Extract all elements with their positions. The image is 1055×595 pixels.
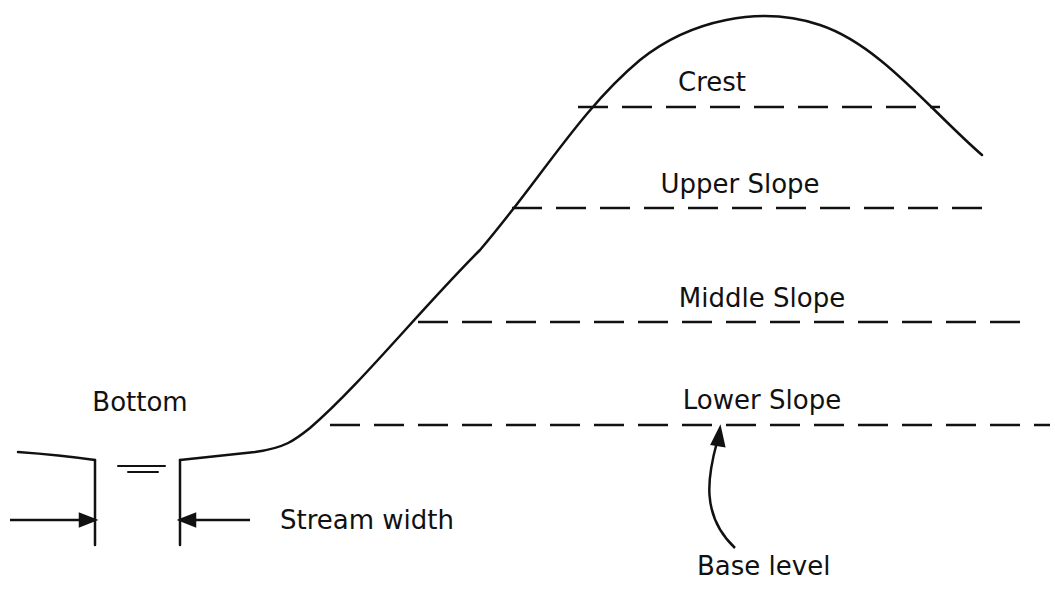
zone-label: Crest xyxy=(674,68,750,98)
channel-wall xyxy=(94,460,97,545)
arrowhead xyxy=(80,514,95,526)
zone-boundary xyxy=(512,207,995,210)
zone-label: Lower Slope xyxy=(679,386,845,416)
zone-label: Middle Slope xyxy=(675,284,849,314)
zone-boundary xyxy=(578,106,940,109)
arrowhead xyxy=(712,428,724,446)
ground-line xyxy=(18,452,95,460)
water-surface xyxy=(128,471,158,473)
leader-arrow xyxy=(709,442,735,548)
base-level-line xyxy=(330,424,1050,427)
base-level-label: Base level xyxy=(693,552,834,582)
water-surface xyxy=(118,465,165,467)
zone-label: Upper Slope xyxy=(656,170,823,200)
dimension-label: Stream width xyxy=(276,506,458,536)
dimension-arrow xyxy=(191,519,250,522)
dimension-arrow xyxy=(10,519,84,522)
zone-boundary xyxy=(418,321,1028,324)
hillslope-profile xyxy=(180,16,982,460)
channel-wall xyxy=(179,460,182,545)
arrowhead xyxy=(180,514,195,526)
zone-label: Bottom xyxy=(88,388,191,418)
